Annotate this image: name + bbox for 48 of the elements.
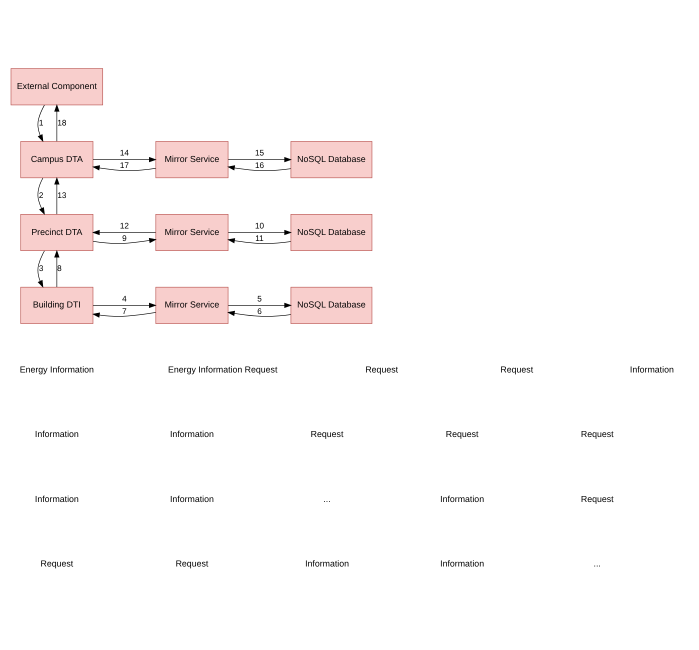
label: Information — [630, 364, 674, 374]
arrow — [92, 312, 156, 318]
label: ... — [323, 493, 331, 504]
label: Information — [170, 428, 214, 439]
label: Request — [500, 364, 534, 374]
arrow — [38, 177, 45, 214]
arrow — [228, 156, 292, 162]
arrow — [92, 164, 156, 170]
arrow — [92, 237, 157, 244]
label: Information — [440, 558, 484, 568]
node-box: Precinct DTA — [20, 213, 94, 251]
label: Information — [34, 428, 79, 439]
label: ... — [594, 558, 601, 568]
arrow — [92, 156, 157, 162]
label: Information — [34, 493, 79, 504]
arrow — [92, 229, 156, 235]
label: Request — [580, 428, 614, 439]
label: Information — [170, 493, 214, 504]
arrow — [54, 104, 60, 142]
node-box: NoSQL Database — [290, 213, 372, 251]
arrow — [227, 310, 292, 316]
node-box: Mirror Service — [156, 213, 228, 251]
arrow — [92, 302, 157, 308]
node-box: Campus DTA — [20, 140, 94, 178]
arrow — [227, 164, 292, 171]
arrow — [38, 250, 45, 288]
label: Energy Information Request — [168, 364, 278, 374]
node-box: External Component — [10, 68, 104, 105]
label: Request — [176, 558, 208, 568]
arrow — [54, 176, 60, 214]
arrow — [54, 249, 60, 287]
arrow — [228, 302, 292, 308]
label: Request — [446, 428, 478, 439]
label: Request — [40, 558, 74, 568]
node-box: NoSQL Database — [290, 286, 372, 324]
label: Energy Information — [20, 364, 94, 374]
arrow — [38, 104, 45, 142]
node-box: Mirror Service — [156, 286, 228, 324]
arrow — [227, 238, 292, 244]
label: Request — [580, 493, 614, 504]
node-box: NoSQL Database — [290, 140, 372, 178]
label: Request — [365, 364, 398, 374]
label: Information — [440, 493, 484, 504]
label: Request — [310, 428, 344, 439]
label: Information — [305, 558, 350, 568]
arrow — [228, 229, 292, 235]
node-box: Mirror Service — [156, 140, 228, 178]
node-box: Building DTI — [20, 286, 94, 324]
